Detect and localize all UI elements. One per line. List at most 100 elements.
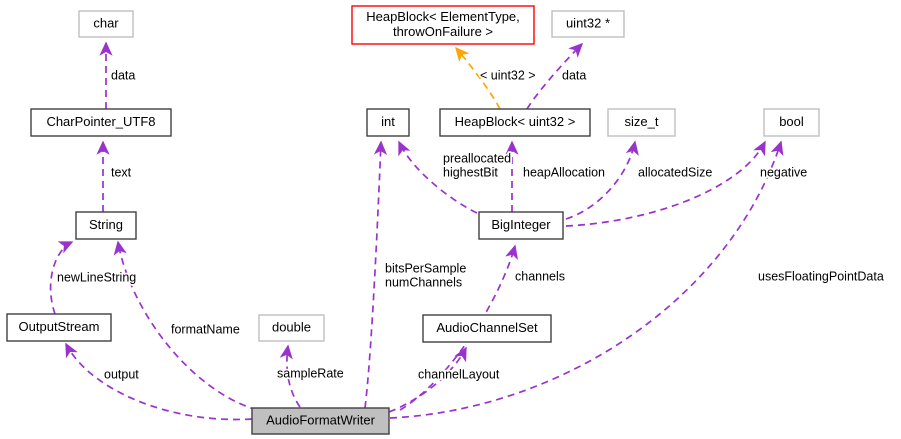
edge-path: [388, 346, 467, 413]
node-audioformatwriter[interactable]: AudioFormatWriter: [251, 407, 390, 435]
edge-biginteger-preallocated: [398, 140, 478, 214]
edge-label-text: highestBit: [443, 165, 498, 179]
edge-path: [279, 344, 301, 408]
edge-path: [364, 140, 388, 409]
edge-label-text: allocatedSize: [638, 165, 712, 179]
edge-label-text: formatName: [171, 322, 240, 336]
edge-label-text: preallocated: [443, 151, 511, 165]
node-label: AudioChannelSet: [436, 320, 538, 335]
edge-label-text: channelLayout: [418, 367, 500, 381]
node-box[interactable]: [551, 10, 625, 38]
node-box[interactable]: [763, 108, 820, 137]
node-box[interactable]: [478, 211, 564, 240]
edge-path: [565, 140, 766, 227]
node-label: int: [381, 114, 395, 129]
node-biginteger[interactable]: BigInteger: [478, 211, 564, 240]
node-box[interactable]: [75, 211, 137, 240]
edge-label-text: output: [104, 367, 139, 381]
node-box[interactable]: [251, 407, 390, 435]
svg-text:preallocated: preallocated: [443, 151, 511, 165]
node-box[interactable]: [30, 108, 172, 137]
svg-text:formatName: formatName: [171, 322, 240, 336]
edge-label-text: sampleRate: [277, 366, 344, 380]
edge-label-text: data: [111, 68, 135, 82]
node-label: String: [89, 217, 123, 232]
edge-writer-formatname: [113, 240, 258, 411]
node-box[interactable]: [607, 108, 676, 137]
node-bool[interactable]: bool: [763, 108, 820, 137]
node-box[interactable]: [439, 108, 591, 137]
edge-label-heapblock-template: < uint32 >< uint32 >: [478, 66, 537, 84]
svg-text:numChannels: numChannels: [385, 275, 462, 289]
node-box[interactable]: [422, 314, 552, 343]
svg-text:text: text: [111, 165, 132, 179]
node-label: HeapBlock< ElementType,: [366, 9, 520, 24]
edge-label-writer-usesfloatingpoint: usesFloatingPointDatausesFloatingPointDa…: [756, 267, 885, 285]
edge-path: [65, 342, 253, 421]
edge-label-text: numChannels: [385, 275, 462, 289]
node-label: bool: [779, 114, 804, 129]
edge-path: [389, 140, 784, 419]
svg-text:newLineString: newLineString: [57, 270, 136, 284]
edge-path: [565, 140, 639, 220]
node-label: BigInteger: [491, 217, 551, 232]
edge-label-text: negative: [760, 165, 807, 179]
edge-path: [455, 46, 501, 110]
edge-label-text: newLineString: [57, 270, 136, 284]
edge-writer-newlinestring: [49, 241, 74, 315]
node-heapblock_elem[interactable]: HeapBlock< ElementType,throwOnFailure >: [351, 5, 535, 45]
edge-label-text: bitsPerSample: [385, 261, 466, 275]
node-label: AudioFormatWriter: [266, 412, 376, 427]
edge-writer-usesfloatingpoint: [389, 140, 784, 419]
node-string[interactable]: String: [75, 211, 137, 240]
svg-text:highestBit: highestBit: [443, 165, 498, 179]
edge-biginteger-allocatedsize: [565, 140, 639, 220]
edge-writer-bitspersample: [364, 140, 388, 409]
node-charpointer[interactable]: CharPointer_UTF8: [30, 108, 172, 137]
edges-layer: [49, 41, 784, 421]
svg-text:sampleRate: sampleRate: [277, 366, 344, 380]
svg-text:heapAllocation: heapAllocation: [523, 165, 605, 179]
edge-label-writer-bitspersample: bitsPerSamplebitsPerSamplenumChannelsnum…: [383, 259, 468, 291]
edge-path: [398, 140, 478, 214]
node-char[interactable]: char: [78, 10, 134, 38]
edge-label-biginteger-preallocated: preallocatedpreallocatedhighestBithighes…: [441, 149, 513, 181]
nodes-layer: char HeapBlock< ElementType,throwOnFailur…: [6, 5, 820, 435]
edge-biginteger-negative: [565, 140, 766, 227]
svg-text:data: data: [111, 68, 135, 82]
edge-label-text: < uint32 >: [480, 68, 536, 82]
node-box[interactable]: [258, 314, 325, 342]
node-heapblock_uint32[interactable]: HeapBlock< uint32 >: [439, 108, 591, 137]
node-int[interactable]: int: [366, 108, 410, 137]
edge-writer-output: [65, 342, 253, 421]
node-label: uint32 *: [566, 15, 610, 30]
node-audiochannelset[interactable]: AudioChannelSet: [422, 314, 552, 343]
edge-path: [49, 241, 74, 315]
node-box[interactable]: [6, 313, 112, 342]
edge-label-text: text: [111, 165, 132, 179]
edge-label-text: heapAllocation: [523, 165, 605, 179]
node-double[interactable]: double: [258, 314, 325, 342]
node-box[interactable]: [366, 108, 410, 137]
edge-heapblock-template: [455, 46, 501, 110]
node-box[interactable]: [78, 10, 134, 38]
node-size_t[interactable]: size_t: [607, 108, 676, 137]
edge-writer-channellayout: [388, 346, 467, 413]
node-label: size_t: [625, 114, 659, 129]
node-outputstream[interactable]: OutputStream: [6, 313, 112, 342]
node-box[interactable]: [351, 5, 535, 45]
node-uint32ptr[interactable]: uint32 *: [551, 10, 625, 38]
